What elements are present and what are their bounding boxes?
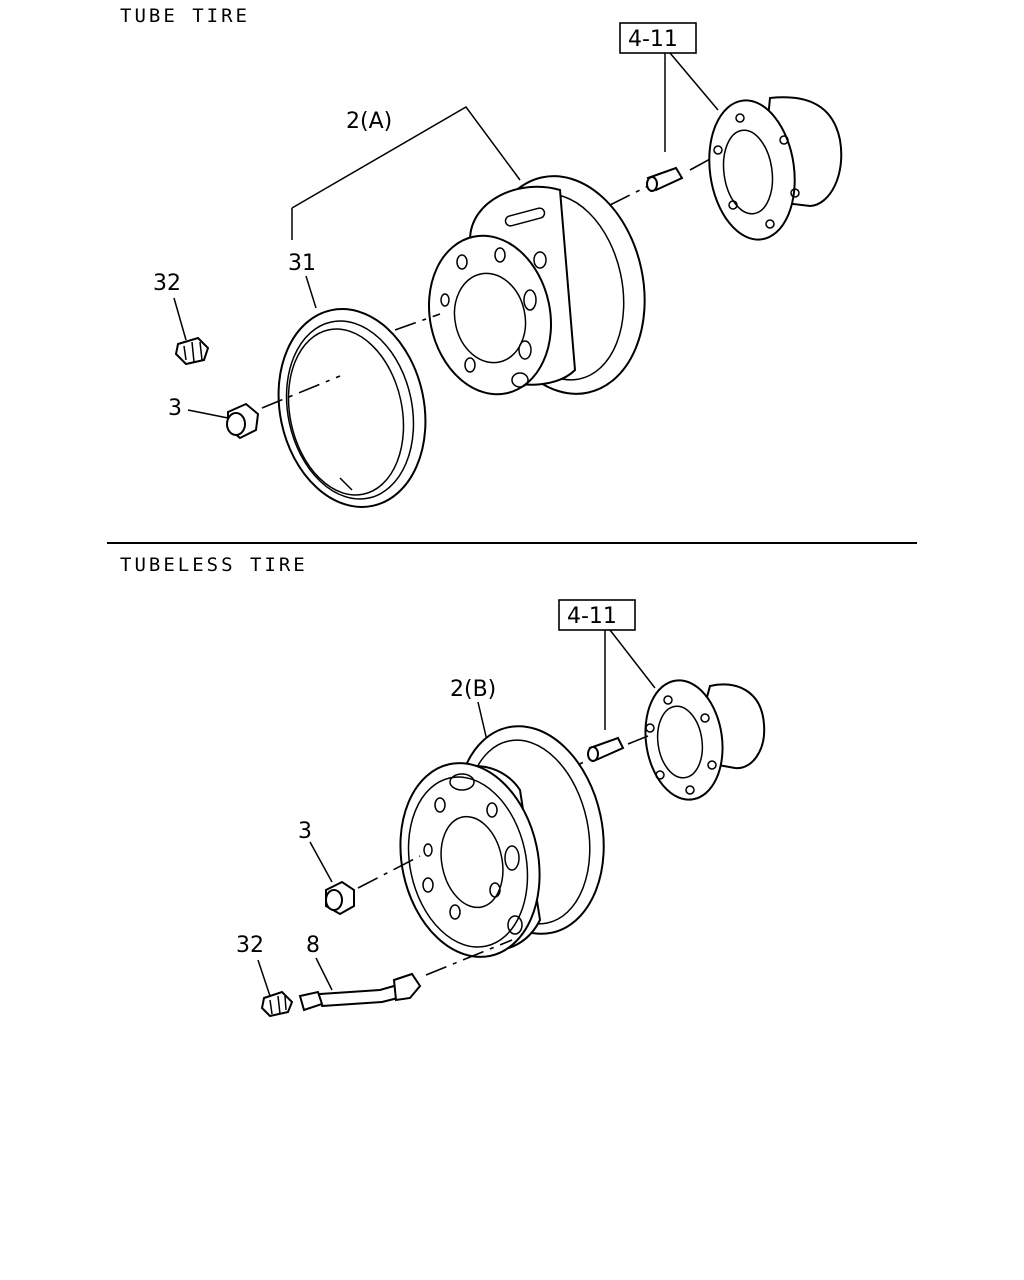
nut-cap-top: [174, 336, 210, 366]
leader-side-ring: [305, 275, 317, 309]
leader-cap-top: [173, 297, 187, 341]
callout-cap-top: 32: [153, 271, 181, 296]
callout-nut-bottom: 3: [298, 819, 312, 844]
svg-text:4-11: 4-11: [567, 604, 617, 629]
wheel-nut-top: [226, 402, 260, 440]
section-heading-tubeless-tire: TUBELESS TIRE: [120, 554, 308, 576]
callout-side-ring: 31: [288, 251, 316, 276]
svg-text:4-11: 4-11: [628, 27, 678, 52]
leader-ref-top: [664, 52, 719, 152]
reference-box-top[interactable]: 4-11: [619, 22, 697, 54]
callout-wheel-tubeless: 2(B): [450, 677, 496, 702]
section-heading-tube-tire: TUBE TIRE: [120, 5, 250, 27]
leader-valve: [315, 957, 333, 991]
wheel-hub-top: [708, 96, 843, 241]
valve-cap: [260, 990, 294, 1018]
wheel-nut-bottom: [325, 880, 355, 916]
wheel-disc-tubeless: [399, 725, 605, 958]
reference-box-bottom[interactable]: 4-11: [558, 599, 636, 631]
leader-ref-bottom: [604, 629, 656, 730]
wheel-hub-bottom: [644, 679, 766, 801]
axis-line-wheel-top: [394, 313, 441, 331]
leader-nut-bottom: [309, 841, 333, 883]
axis-line-nut-top: [261, 375, 341, 409]
axis-line-nut-bottom: [357, 855, 421, 889]
callout-valve: 8: [306, 933, 320, 958]
stud-bolt-bottom: [587, 736, 625, 762]
axis-line-valve: [425, 939, 513, 976]
callout-nut-top: 3: [168, 396, 182, 421]
tire-valve: [298, 972, 422, 1012]
stud-bolt-top: [646, 166, 684, 192]
wheel-disc-tube: [427, 175, 646, 396]
leader-cap-bottom: [257, 959, 271, 997]
callout-cap-bottom: 32: [236, 933, 264, 958]
axis-line-stud-top: [609, 157, 713, 206]
leader-bracket-2a: [291, 106, 521, 240]
callout-wheel-tube: 2(A): [346, 109, 392, 134]
leader-nut-top: [187, 409, 229, 419]
side-ring: [277, 308, 427, 508]
